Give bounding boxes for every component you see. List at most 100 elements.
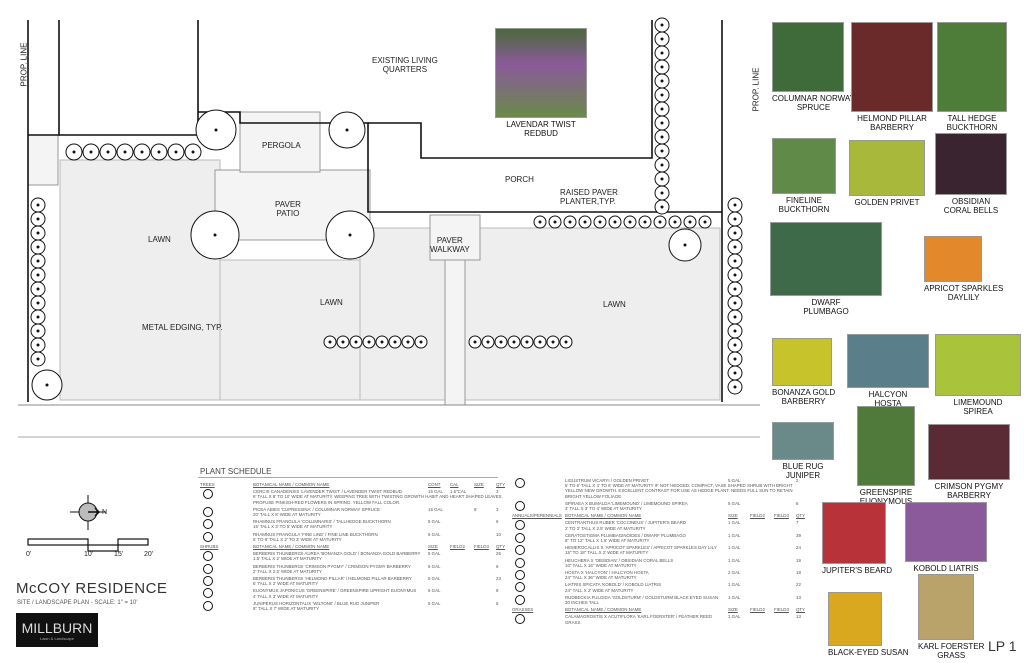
schedule-header-cell: FIELD2 [750,513,765,519]
plant-center-dot [658,220,662,224]
schedule-row: EUONYMUS JAPONICUS 'GREENSPIRE' / GREENS… [200,588,510,599]
plant-center-dot [36,301,40,305]
plant-size: 5 GAL [428,588,441,594]
plant-symbol-icon [515,545,525,556]
plant-photo: JUPITER'S BEARD [822,502,892,575]
raised-paver-planter-label: RAISED PAVER PLANTER,TYP. [560,188,618,206]
schedule-header-cell: FIELD2 [750,607,765,613]
plant-center-dot [733,315,737,319]
plant-photo: KOBOLD LIATRIS [905,502,987,573]
paver-strip [27,134,59,186]
plant-photo: GREENSPIRE EUONYMOUS [857,406,915,506]
plant-center-dot [525,340,529,344]
plant-photo-caption: HALCYON HOSTA [868,390,908,408]
plant-center-dot [733,203,737,207]
plant-center-dot [36,273,40,277]
plant-center-dot [628,220,632,224]
plant-photo-caption: DWARF PLUMBAGO [803,298,849,316]
plant-photo-image [924,236,982,282]
plant-symbol-icon [515,500,525,511]
plant-center-dot [345,128,349,132]
plant-size: 6' [474,506,478,512]
plant-cal: 1.5"CAL [450,489,467,495]
plant-description: 24" TALL X 36" WIDE AT MATURITY [565,575,637,581]
schedule-header-cell: BOTANICAL NAME / COMMON NAME [253,544,330,550]
pergola [239,111,321,173]
plant-center-dot [341,340,345,344]
plant-qty: 3 [496,506,499,512]
schedule-header-cell: QTY [496,544,506,550]
plant-qty: 8 [496,588,499,594]
plant-symbol-icon [515,478,525,488]
plant-qty: 6 [796,500,799,506]
plant-photo-image [770,222,882,296]
plant-name: HEUCHERA X 'OBSIDIAN' / OBSIDIAN CORAL B… [565,557,674,563]
schedule-row: CALAMAGROSTIS X ACUTIFLORA 'KARL FOERSTE… [512,614,808,625]
existing-house-outline [368,20,653,159]
schedule-header-cell: SIZE [474,482,484,487]
plant-center-dot [36,259,40,263]
plant-qty: 13 [796,614,801,620]
scale-bar [27,538,149,552]
plant-center-dot [551,340,555,344]
plant-center-dot [106,150,110,154]
plant-description: 30 INCHES TALL [565,600,600,606]
plant-size: 1 GAL [728,532,741,538]
plant-photo-caption: KARL FOERSTER GRASS [918,642,985,660]
plant-photo: CRIMSON PYGMY BARBERRY [928,424,1010,500]
plant-name: HOSTA X 'HALCYON' / HALCYON HOSTA [565,570,649,576]
plant-center-dot [499,340,503,344]
plant-symbol-icon [203,588,213,599]
schedule-header-cell: FIELD3 [474,544,489,550]
plant-photo-image [905,502,987,562]
existing-living-quarters-label: EXISTING LIVING QUARTERS [372,56,438,74]
prop-line-label-left: PROP. LINE [19,42,29,87]
plant-photo-caption: BLACK-EYED SUSAN [828,648,909,657]
schedule-header-cell: GRASSES [512,607,534,613]
plant-center-dot [406,340,410,344]
plant-photo-image [935,334,1021,396]
plant-photo-caption: LIMEMOUND SPIREA [953,398,1003,416]
schedule-header-cell: CAL [450,482,459,487]
plant-photo-image [822,502,886,564]
plant-center-dot [72,150,76,154]
plant-cont: 15 GAL [428,489,443,495]
plant-name: PICEA ABIES 'CUPRESSINA' / COLUMNAR NORW… [253,506,380,512]
plant-center-dot [733,245,737,249]
plant-center-dot [123,150,127,154]
plant-center-dot [36,245,40,249]
plant-center-dot [660,205,664,209]
plant-center-dot [538,220,542,224]
plant-center-dot [733,301,737,305]
plant-symbol-icon [515,557,525,568]
logo-subtext: Lawn & Landscape [39,635,75,641]
plant-center-dot [174,150,178,154]
plant-center-dot [703,220,707,224]
plant-center-dot [512,340,516,344]
plant-size: 1 GAL [728,582,741,588]
lawn-label-left: LAWN [148,235,171,244]
plant-cont: 5 GAL [428,519,441,525]
plant-center-dot [45,383,49,387]
plant-description: 2' TALL X 2.5' WIDE AT MATURITY [253,568,322,574]
plant-symbol-icon [203,506,213,517]
plant-photo-caption: OBSIDIAN CORAL BELLS [943,197,999,215]
plant-center-dot [354,340,358,344]
schedule-header-cell: TREES [200,482,215,487]
schedule-header-cell: BOTANICAL NAME / COMMON NAME [565,607,642,613]
plant-center-dot [733,329,737,333]
plant-photo-image [847,334,929,388]
plant-description: 8" TALL X 7' WIDE AT MATURITY [253,606,319,612]
lavender-twist-redbud-image [495,28,587,118]
plant-description: 24" TALL X 2' WIDE AT MATURITY [565,587,634,593]
plant-name: CENTRANTHUS RUBER 'COCCINEUS' / JUPITER'… [565,520,687,526]
plant-photo: BLUE RUG JUNIPER [772,422,834,480]
plant-center-dot [733,385,737,389]
plant-photo-image [828,592,882,646]
plant-photo: APRICOT SPARKLES DAYLILY [924,236,1003,302]
plant-symbol-icon [515,570,525,581]
